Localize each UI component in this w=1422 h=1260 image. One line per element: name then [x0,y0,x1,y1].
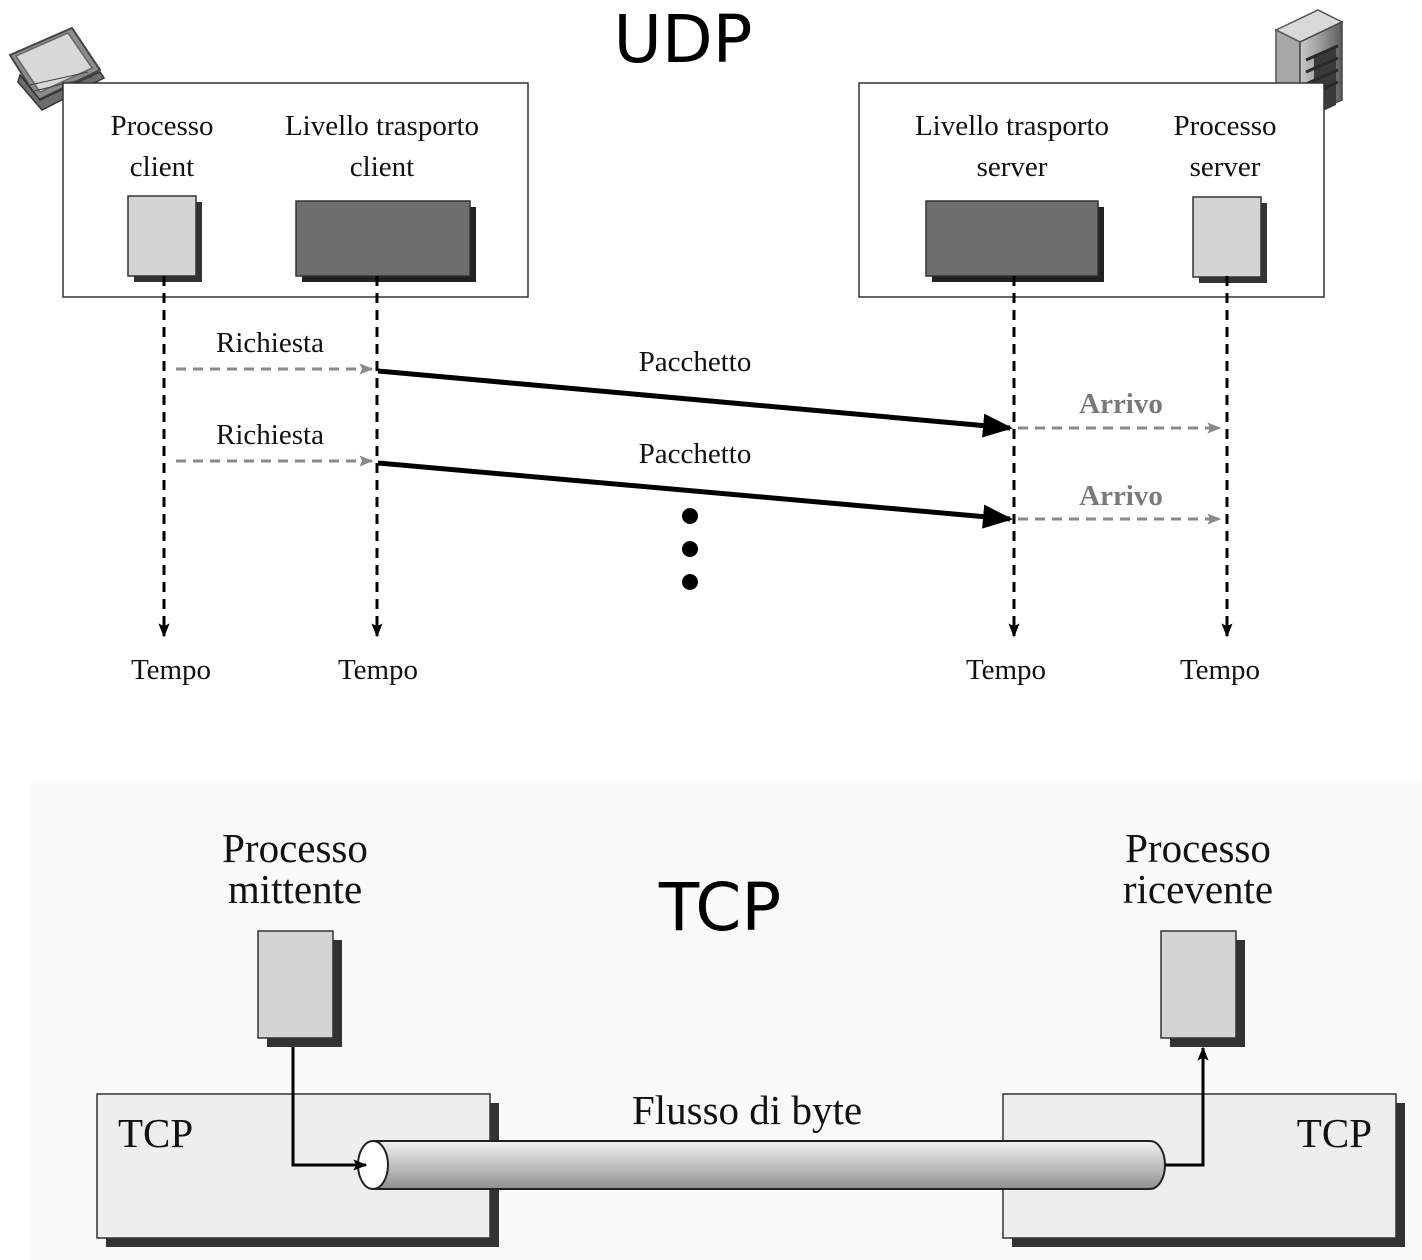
arrival-label: Arrivo [1079,388,1163,420]
sender-label-line2: mittente [228,866,362,912]
tcp-right-label: TCP [1297,1110,1372,1156]
client-transport-label-line2: client [350,151,414,183]
time-label: Tempo [1180,654,1260,686]
receiver-label-line2: ricevente [1123,866,1273,912]
server-transport-label-line2: server [977,151,1048,183]
server-process-box [1192,196,1267,283]
byte-stream-label: Flusso di byte [632,1087,862,1133]
time-label: Tempo [131,654,211,686]
sender-label-line1: Processo [222,825,368,871]
client-process-label-line1: Processo [110,110,213,142]
byte-stream-pipe [357,1140,1166,1190]
tcp-title: TCP [658,869,781,946]
client-process-label-line2: client [130,151,194,183]
udp-title: UDP [614,1,753,78]
packet-label: Pacchetto [639,346,752,378]
server-transport-box [925,200,1104,282]
send-arrow [291,1047,368,1171]
packet-arrow [377,460,1013,529]
time-label: Tempo [966,654,1046,686]
packet-label: Pacchetto [639,438,752,470]
receiver-label-line1: Processo [1125,825,1271,871]
continuation-dots [682,508,698,590]
receiver-process-box [1160,930,1245,1047]
client-transport-box [295,200,476,282]
arrival-label: Arrivo [1079,480,1163,512]
tcp-left-label: TCP [118,1110,193,1156]
time-label: Tempo [338,654,418,686]
server-process-label-line2: server [1190,151,1261,183]
server-transport-label-line1: Livello trasporto [915,110,1109,142]
request-label: Richiesta [216,419,324,451]
client-process-box [127,195,202,282]
packet-arrow [377,368,1013,438]
receive-arrow [1165,1046,1209,1167]
server-process-label-line1: Processo [1173,110,1276,142]
request-label: Richiesta [216,327,324,359]
client-transport-label-line1: Livello trasporto [285,110,479,142]
sender-process-box [257,930,342,1047]
laptop-icon [8,26,106,111]
